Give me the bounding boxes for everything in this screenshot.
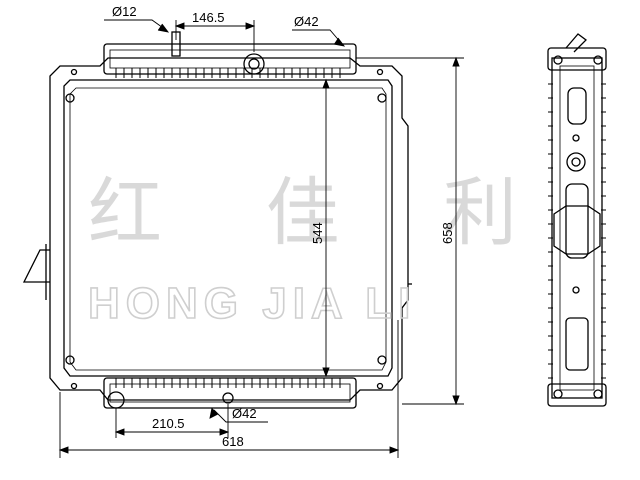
mount-hole-tr [377, 93, 387, 103]
side-slot-3 [565, 317, 589, 371]
side-filler-cap [566, 152, 586, 172]
diameter-42-bottom-arrow [209, 407, 219, 419]
side-hole-5 [553, 55, 563, 65]
dim-544-arrow-top [322, 78, 330, 89]
radiator-core-outline [63, 79, 393, 377]
side-edge-ticks [548, 83, 606, 379]
side-hole-1 [572, 134, 580, 142]
label-diameter-42-top: Ø42 [294, 14, 319, 29]
bracket-hole-2 [376, 68, 384, 76]
side-top-tank [547, 47, 607, 71]
drain-plug [222, 392, 234, 404]
filler-cap [243, 53, 265, 75]
dim-658-arrow-bottom [452, 395, 460, 406]
label-diameter-12: Ø12 [112, 4, 137, 19]
side-hole-2 [572, 286, 580, 294]
bracket-hole-4 [376, 382, 384, 390]
dim-618-arrow-right [389, 446, 400, 454]
watermark: 红 佳 利 HONG JIA LI [87, 170, 557, 329]
mount-hole-bl [65, 355, 75, 365]
watermark-english: HONG JIA LI [88, 279, 416, 328]
side-view [547, 33, 607, 407]
side-inner [559, 65, 595, 391]
side-slot-1 [567, 87, 587, 125]
dim-618-arrow-left [58, 446, 69, 454]
dimension-labels: Ø12 146.5 Ø42 544 658 210.5 Ø42 618 [112, 4, 455, 449]
dimension-lines [58, 19, 464, 458]
label-618: 618 [222, 434, 244, 449]
label-658: 658 [440, 222, 455, 244]
dim-544-arrow-bottom [322, 367, 330, 378]
top-tank [103, 43, 357, 75]
dim-658-arrow-top [452, 56, 460, 67]
bracket-hole-3 [70, 382, 78, 390]
diameter-12-arrow [157, 23, 170, 33]
side-filler-inner [571, 157, 581, 167]
label-210-5: 210.5 [152, 416, 185, 431]
filler-cap-inner [248, 58, 260, 70]
label-146-5: 146.5 [192, 10, 225, 25]
dim-210-arrow-right [219, 428, 230, 436]
mount-hole-br [377, 355, 387, 365]
diameter-42-top-leader [292, 29, 343, 45]
diameter-42-top-arrow [333, 37, 346, 47]
diameter-12-leader [104, 19, 167, 31]
side-bracket-mid [553, 205, 601, 255]
label-544: 544 [310, 222, 325, 244]
label-diameter-42-bottom: Ø42 [232, 406, 257, 421]
watermark-chinese: 红 佳 利 [88, 170, 557, 256]
bracket-hole-1 [70, 68, 78, 76]
dim-210-arrow-left [114, 428, 125, 436]
dim-146-arrow-right [245, 22, 256, 30]
dim-146-arrow-left [174, 22, 185, 30]
bottom-tank [103, 377, 357, 409]
side-bottom-tank [547, 383, 607, 407]
side-hole-4 [593, 389, 603, 399]
side-hole-3 [553, 389, 563, 399]
side-slot-2 [565, 183, 589, 259]
side-outline [551, 57, 603, 399]
tank-fin-rows [115, 68, 341, 388]
front-view [22, 31, 412, 409]
left-side-bracket [22, 249, 50, 283]
side-hole-6 [593, 55, 603, 65]
mount-hole-tl [65, 93, 75, 103]
top-tank-inner [109, 49, 351, 69]
side-inlet-neck [565, 33, 587, 53]
core-inner-line [69, 87, 387, 371]
radiator-outer-frame [49, 57, 409, 401]
